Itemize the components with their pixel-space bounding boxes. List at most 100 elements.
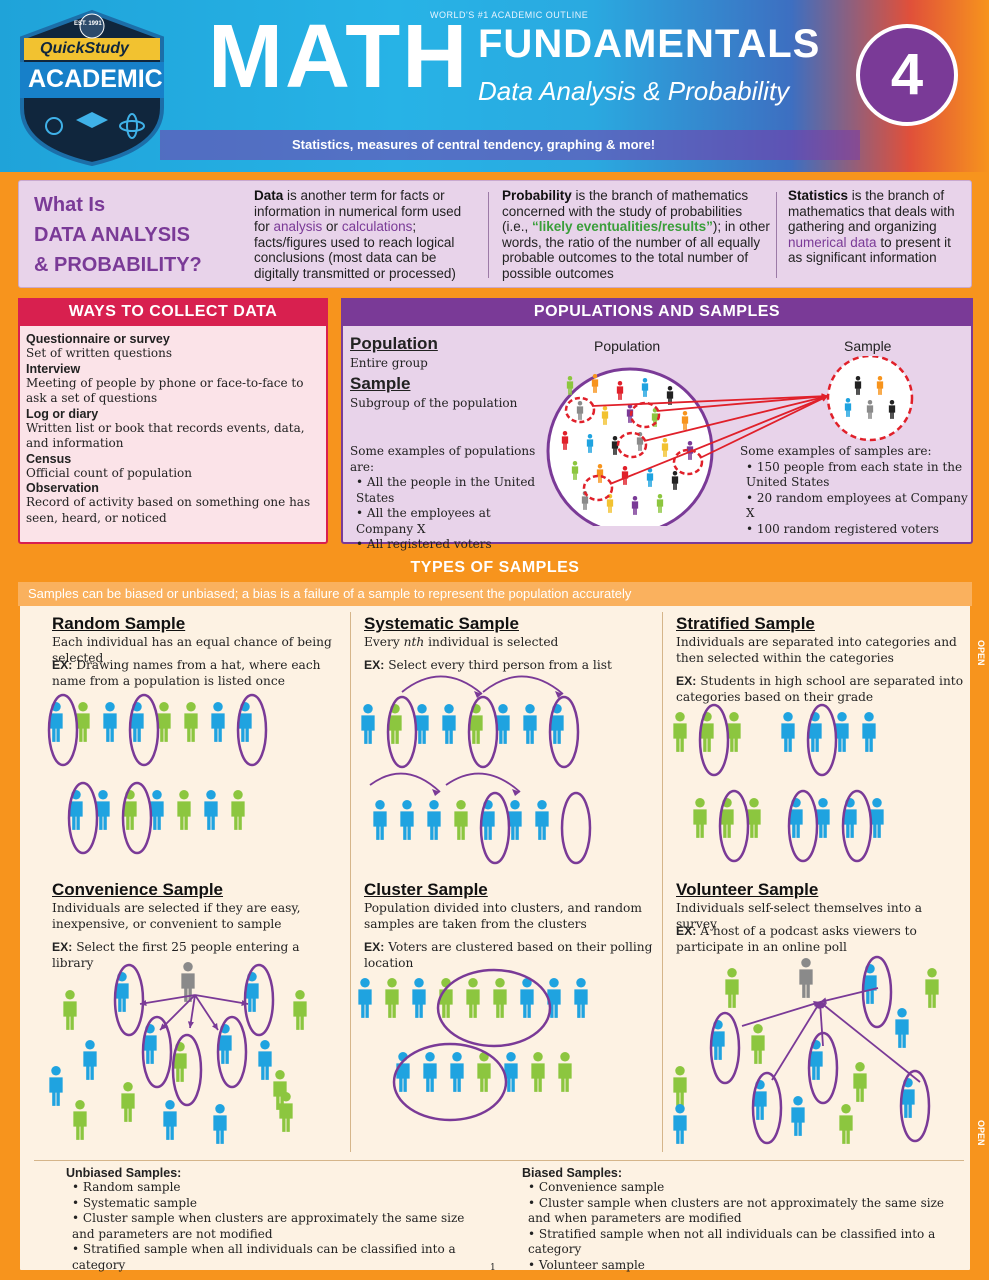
selection-oval <box>479 791 511 865</box>
systematic-person-icon <box>454 800 468 840</box>
volunteer-person-icon <box>725 968 739 1008</box>
stratified-person-icon <box>700 712 714 752</box>
selection-oval <box>560 791 592 865</box>
populations-heading: POPULATIONS AND SAMPLES <box>341 298 973 326</box>
page-subtitle: Data Analysis & Probability <box>478 76 790 106</box>
systematic-sample-desc: Every nth individual is selected <box>364 635 654 651</box>
arrowhead <box>474 691 482 698</box>
convenience-person-icon <box>83 1040 97 1080</box>
convenience-person-icon <box>73 1100 87 1140</box>
volunteer-person-icon <box>799 958 813 998</box>
prob-highlight: “likely eventualities/results” <box>532 219 713 234</box>
random-person-icon <box>231 790 245 830</box>
selection-oval <box>386 695 418 769</box>
convenience-person-icon <box>163 1100 177 1140</box>
population-person-icon <box>571 461 579 480</box>
cluster-person-icon <box>358 978 372 1018</box>
selection-oval <box>564 396 596 424</box>
cluster-person-icon <box>385 978 399 1018</box>
arrowhead <box>160 1023 167 1030</box>
prob-text-2: ); in other words, the ratio of the numb… <box>502 219 770 281</box>
sample-person-icon <box>876 376 884 395</box>
systematic-person-icon <box>442 704 456 744</box>
cluster-person-icon <box>423 1052 437 1092</box>
cluster-person-icon <box>493 978 507 1018</box>
arc-arrow <box>401 675 483 695</box>
cluster-sample-title: Cluster Sample <box>364 880 488 899</box>
data-text-1: is another term for facts or information… <box>254 188 462 234</box>
arrowhead <box>211 1023 218 1030</box>
population-person-icon <box>611 436 619 455</box>
population-person-icon <box>681 411 689 430</box>
systematic-person-icon <box>373 800 387 840</box>
convenience-person-icon <box>121 1082 135 1122</box>
unbiased-item: Random sample <box>72 1180 466 1196</box>
random-person-icon <box>184 702 198 742</box>
arrowhead <box>241 999 248 1006</box>
sample-example-item: 100 random registered voters <box>746 522 968 538</box>
selection-oval <box>171 1033 203 1107</box>
biased-list: Convenience sampleCluster sample when cl… <box>522 1180 962 1273</box>
stratified-person-icon <box>727 712 741 752</box>
population-example-item: All the employees at Company X <box>356 506 540 537</box>
convenience-person-icon <box>49 1066 63 1106</box>
selection-oval <box>392 1042 508 1122</box>
logo-est: EST. 1991 <box>74 21 102 27</box>
volunteer-person-icon <box>673 1104 687 1144</box>
population-person-icon <box>656 494 664 513</box>
stratified-person-icon <box>808 712 822 752</box>
data-definition: Data is another term for facts or inform… <box>254 188 476 281</box>
population-person-icon <box>566 376 574 395</box>
cluster-person-icon <box>412 978 426 1018</box>
selection-oval <box>806 703 838 777</box>
convenience-sample-example: EX: Select the first 25 people entering … <box>52 940 342 971</box>
random-person-icon <box>177 790 191 830</box>
types-heading: TYPES OF SAMPLES <box>18 554 972 582</box>
unbiased-item: Systematic sample <box>72 1196 466 1212</box>
sample-examples: Some examples of samples are: 150 people… <box>740 444 968 537</box>
convenience-sample-desc: Individuals are selected if they are eas… <box>52 901 301 931</box>
bottom-divider <box>34 1160 964 1161</box>
cluster-person-icon <box>520 978 534 1018</box>
stratified-person-icon <box>835 712 849 752</box>
convenience-person-icon <box>143 1024 157 1064</box>
arrowhead <box>813 1000 820 1007</box>
types-subheading: Samples can be biased or unbiased; a bia… <box>18 582 972 606</box>
random-sample-example: EX: Drawing names from a hat, where each… <box>52 658 342 689</box>
cluster-person-icon <box>558 1052 572 1092</box>
arrow <box>643 395 829 442</box>
ways-to-collect-data-section <box>18 298 328 544</box>
population-person-icon <box>666 386 674 405</box>
arrowhead <box>820 997 827 1004</box>
cluster-example-text: Voters are clustered based on their poll… <box>364 940 653 970</box>
volunteer-sample-example: EX: A host of a podcast asks viewers to … <box>676 924 964 955</box>
population-person-icon <box>576 401 584 420</box>
sample-definition: Subgroup of the population <box>350 396 518 410</box>
arrow <box>771 1001 821 1081</box>
arrow <box>194 994 219 1031</box>
ways-heading: WAYS TO COLLECT DATA <box>18 298 328 326</box>
stratified-sample-desc: Individuals are separated into categorie… <box>676 635 957 665</box>
random-person-icon <box>96 790 110 830</box>
stratified-example-text: Students in high school are separated in… <box>676 674 964 704</box>
arrowhead <box>432 789 440 796</box>
arrow <box>656 395 829 412</box>
population-examples-intro: Some examples of populations are: <box>350 444 536 474</box>
arrowhead <box>187 1021 194 1028</box>
population-person-icon <box>661 438 669 457</box>
what-is-line3: & PROBABILITY? <box>34 254 202 276</box>
volunteer-person-icon <box>925 968 939 1008</box>
random-person-icon <box>103 702 117 742</box>
convenience-person-icon <box>63 990 77 1030</box>
sample-examples-intro: Some examples of samples are: <box>740 444 932 458</box>
arrow <box>699 395 829 459</box>
selection-oval <box>113 963 145 1037</box>
selection-oval <box>128 693 160 767</box>
convenience-person-icon <box>273 1070 287 1110</box>
tagline: Statistics, measures of central tendency… <box>292 137 656 152</box>
data-calc-highlight: calculations <box>341 219 413 234</box>
page-title-math: MATH <box>208 7 470 107</box>
unbiased-item: Stratified sample when all individuals c… <box>72 1242 466 1273</box>
sample-person-icon <box>854 376 862 395</box>
